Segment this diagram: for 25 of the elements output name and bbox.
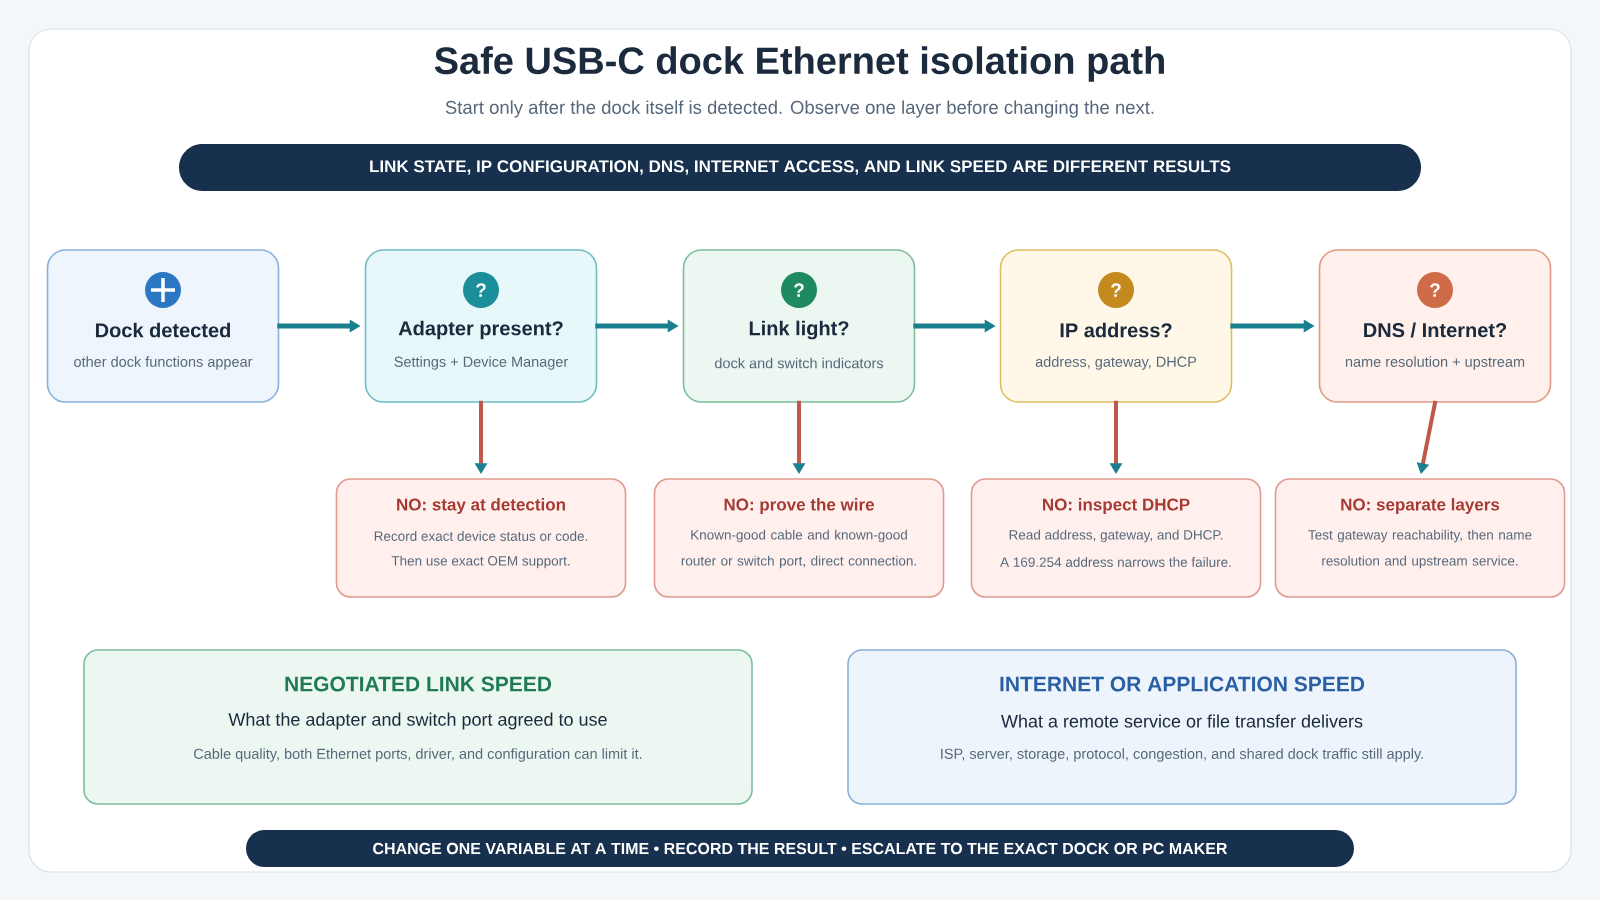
step-heading: IP address? — [1060, 322, 1172, 338]
step-heading: Link light? — [749, 320, 849, 340]
step-heading: Adapter present? — [398, 320, 563, 340]
failure-box: NO: inspect DHCP Read address, gateway, and DHCP. A 169.254 address narrows the failure. — [970, 478, 1262, 598]
info-panel: NEGOTIATED LINK SPEED What the adapter and switch port agreed to use Cable quality, both Ethernet ports, driver, and configuration can limit it. — [83, 649, 753, 805]
step-box — [46, 249, 280, 403]
step-heading: Dock detected — [96, 322, 230, 338]
title: Safe USB-C dock Ethernet isolation path — [434, 46, 1164, 82]
failure-box: NO: stay at detection Record exact device status or code. Then use exact OEM support. — [335, 478, 627, 598]
failure-box: NO: separate layers Test gateway reachability, then name resolution and upstream service. — [1274, 478, 1566, 598]
step-description: name resolution + upstream — [1345, 356, 1525, 370]
step-description: dock and switch indicators — [715, 357, 884, 369]
step-description: address, gateway, DHCP — [1035, 356, 1197, 370]
failure-box: NO: prove the wire Known-good cable and known-good router or switch port, direct connection. — [653, 478, 945, 598]
step-heading: DNS / Internet? — [1364, 322, 1507, 338]
step-description: other dock functions appear — [74, 356, 253, 370]
subtitle: Start only after the dock itself is detected. Observe one layer before changing the next. — [445, 100, 1154, 118]
step-box — [999, 249, 1233, 403]
banner: LINK STATE, IP CONFIGURATION, DNS, INTERNET ACCESS, AND LINK SPEED ARE DIFFERENT RESULTS — [179, 144, 1421, 191]
step-box — [1318, 249, 1552, 403]
step-description: Settings + Device Manager — [394, 356, 568, 370]
step-box — [364, 249, 598, 403]
banner: CHANGE ONE VARIABLE AT A TIME • RECORD THE RESULT • ESCALATE TO THE EXACT DOCK OR PC MAKER — [246, 830, 1354, 867]
step-box — [682, 249, 916, 403]
info-panel: INTERNET OR APPLICATION SPEED What a remote service or file transfer delivers ISP, server, storage, protocol, congestion, and shared dock traffic still apply. — [847, 649, 1517, 805]
